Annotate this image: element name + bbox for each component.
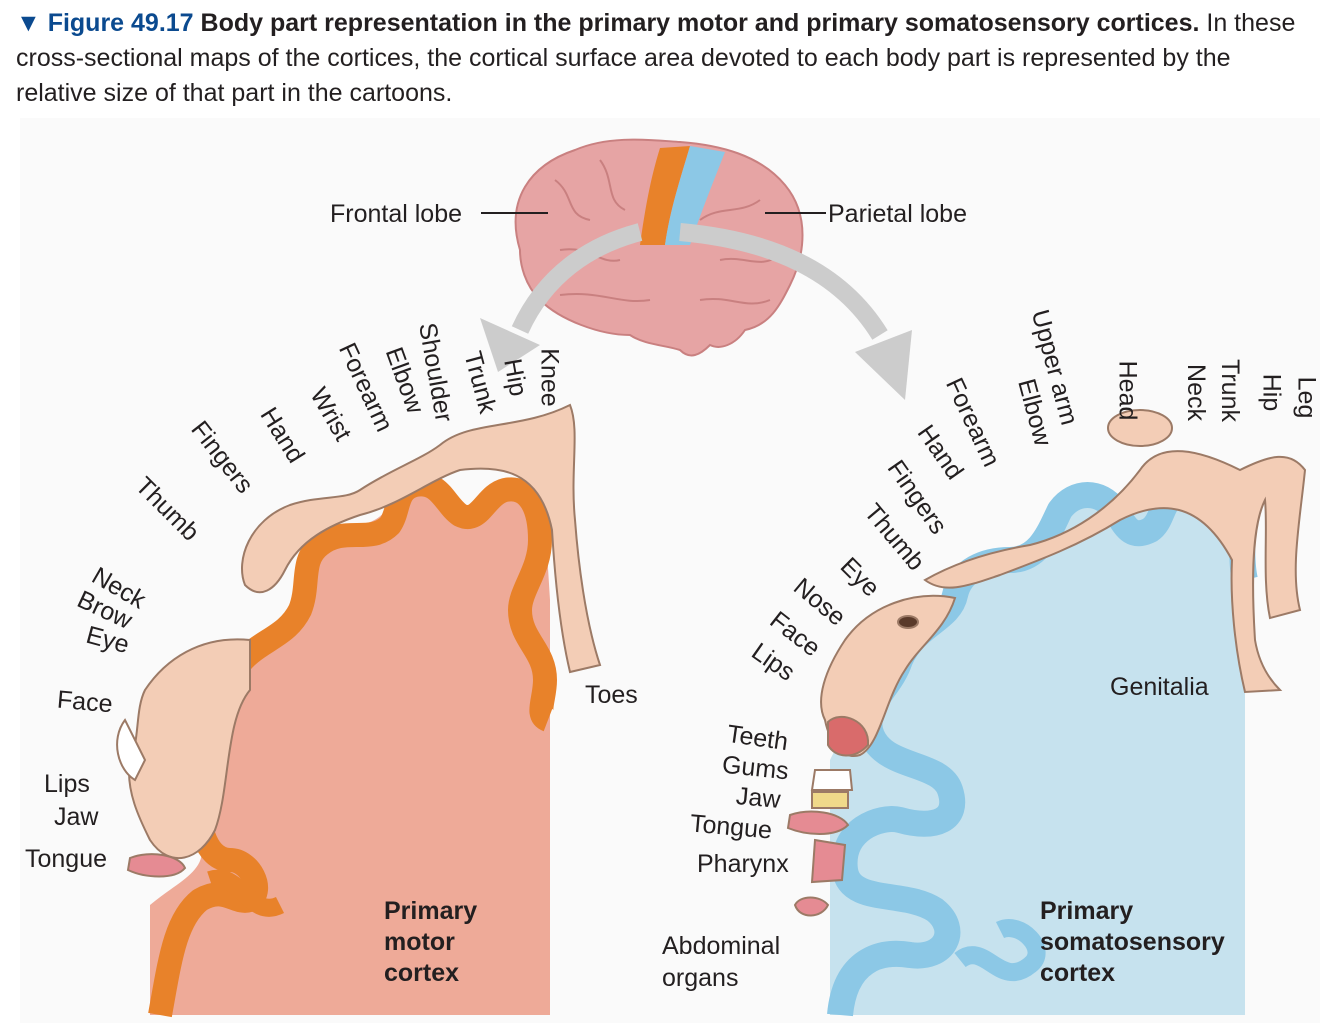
parietal-lobe-label: Parietal lobe xyxy=(828,200,967,228)
sensory-label-leg: Leg xyxy=(1292,376,1321,419)
frontal-lobe-label: Frontal lobe xyxy=(330,200,463,228)
motor-label-toes: Toes xyxy=(585,681,638,709)
sensory-label-abdominal: Abdominal xyxy=(662,932,781,960)
sensory-cortex-name: Primary somatosensory cortex xyxy=(1040,897,1225,987)
figure-text: In these cross-sectional maps of the cor… xyxy=(16,9,1296,107)
motor-label-hip: Hip xyxy=(498,356,533,399)
sensory-label-head: Head xyxy=(1113,360,1142,421)
motor-cortex-band xyxy=(148,472,557,1018)
sensory-label-trunk: Trunk xyxy=(1215,359,1244,422)
motor-label-lips: Lips xyxy=(44,770,90,798)
motor-sulcus xyxy=(207,869,285,917)
sensory-strip xyxy=(665,146,725,245)
sensory-label-jaw: Jaw xyxy=(734,782,782,814)
figure-caption: ▼ Figure 49.17 Body part representation … xyxy=(16,6,1316,111)
arrow-to-sensory-head xyxy=(855,330,912,400)
figure-number: ▼ Figure 49.17 xyxy=(16,9,194,37)
motor-label-face: Face xyxy=(55,685,114,719)
motor-label-knee: Knee xyxy=(535,348,564,407)
sensory-label-neck: Neck xyxy=(1181,364,1210,421)
figure-title: Body part representation in the primary … xyxy=(200,9,1200,37)
motor-strip xyxy=(640,146,690,245)
arrow-to-motor xyxy=(511,223,643,334)
sensory-label-hip: Hip xyxy=(1257,373,1286,412)
motor-label-tongue: Tongue xyxy=(25,845,108,873)
sensory-homunculus xyxy=(786,409,1307,917)
sensory-label-pharynx: Pharynx xyxy=(697,850,789,878)
sensory-label-genitalia: Genitalia xyxy=(1110,673,1209,701)
sensory-label-gums: Gums xyxy=(720,750,791,786)
arrow-to-sensory xyxy=(679,223,888,340)
sensory-sulcus xyxy=(954,919,1046,981)
arrow-to-motor-head xyxy=(480,318,540,372)
motor-cortex-name: Primary motor cortex xyxy=(384,897,478,987)
motor-homunculus xyxy=(116,403,602,878)
motor-label-jaw: Jaw xyxy=(54,803,99,831)
sensory-label-organs: organs xyxy=(662,964,739,992)
